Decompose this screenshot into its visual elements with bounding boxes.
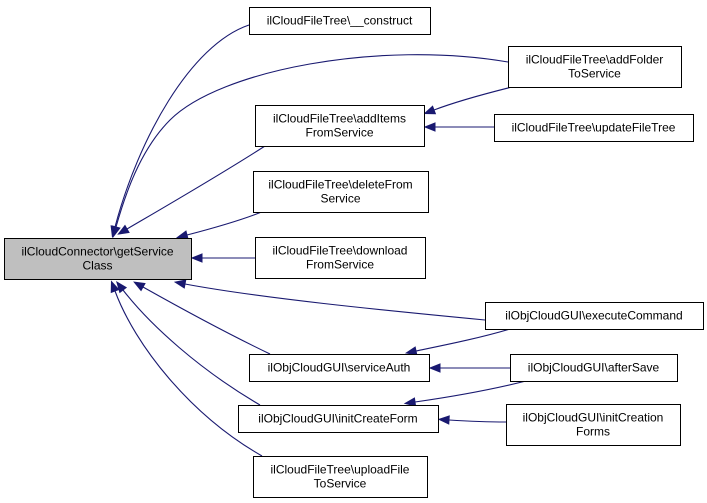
edge-afterSave-to-serviceAuth [428, 363, 510, 373]
edge-line [448, 419, 507, 423]
node-label-line: ilCloudFileTree\uploadFile [271, 463, 410, 477]
edge-addFolder-to-root [111, 54, 509, 238]
edge-line [415, 328, 511, 352]
arrowhead [437, 415, 450, 425]
node-label-line: ilCloudFileTree\deleteFrom [268, 178, 412, 192]
edge-download-to-root [190, 253, 255, 263]
edge-executeCommand-to-serviceAuth [404, 328, 511, 356]
arrowhead [428, 363, 441, 373]
edge-updateFileTree-to-addItems [423, 122, 494, 132]
node-box [506, 404, 681, 446]
node-box [249, 7, 431, 35]
node-box [238, 405, 439, 433]
arrowhead [403, 397, 417, 407]
node-box [510, 354, 678, 382]
arrowhead [423, 105, 437, 115]
edge-initCreationForms-to-initCreateForm [437, 415, 507, 425]
node-label-line: ilObjCloudGUI\afterSave [528, 361, 660, 375]
node-label-line: ilCloudFileTree\addFolder [526, 53, 664, 67]
node-box [485, 302, 704, 330]
arrowhead [423, 122, 436, 132]
node-label-line: ToService [568, 67, 621, 81]
node-label-line: ilCloudFileTree\download [273, 244, 408, 258]
arrowhead [404, 346, 418, 356]
edge-line [186, 210, 265, 236]
node-label-line: ilCloudConnector\getService [21, 245, 173, 259]
node-label-line: ilObjCloudGUI\serviceAuth [268, 361, 411, 375]
edge-line [115, 54, 509, 228]
node-label-line: Class [82, 259, 112, 273]
node-label-line: ilObjCloudGUI\initCreation [523, 411, 664, 425]
edge-line [122, 289, 261, 406]
node-serviceAuth[interactable]: ilObjCloudGUI\serviceAuth [249, 354, 430, 382]
node-executeCommand[interactable]: ilObjCloudGUI\executeCommand [485, 302, 704, 330]
node-label-line: Forms [576, 425, 610, 439]
node-construct[interactable]: ilCloudFileTree\__construct [249, 7, 431, 35]
edges-layer [110, 24, 527, 457]
arrowhead [176, 230, 189, 240]
edge-deleteFrom-to-root [176, 210, 265, 240]
node-box [255, 105, 425, 147]
edge-initCreateForm-to-root [116, 281, 261, 406]
node-box [255, 237, 426, 279]
node-updateFileTree[interactable]: ilCloudFileTree\updateFileTree [494, 114, 694, 142]
arrowhead [116, 281, 128, 294]
edge-afterSave-to-initCreateForm [403, 380, 527, 407]
node-box [249, 354, 430, 382]
edge-line [126, 145, 266, 230]
arrowhead [111, 225, 121, 238]
arrowhead [110, 280, 120, 294]
node-label-line: FromService [306, 258, 374, 272]
edge-line [414, 380, 527, 403]
arrowhead [117, 224, 130, 235]
node-box [494, 114, 694, 142]
edge-line [433, 86, 513, 111]
edge-line [184, 283, 486, 321]
node-box [4, 238, 192, 280]
node-box [253, 456, 428, 498]
node-label-line: Service [320, 192, 360, 206]
arrowhead [190, 253, 203, 263]
node-initCreateForm[interactable]: ilObjCloudGUI\initCreateForm [238, 405, 439, 433]
node-label-line: ToService [314, 477, 367, 491]
edge-addFolder-to-addItems [423, 86, 513, 115]
node-label-line: FromService [305, 126, 373, 140]
edge-line [114, 24, 250, 228]
node-afterSave[interactable]: ilObjCloudGUI\afterSave [510, 354, 678, 382]
edge-addItems-to-root [117, 145, 266, 235]
node-box [253, 171, 429, 213]
node-label-line: ilCloudFileTree\updateFileTree [512, 121, 676, 135]
edge-line [142, 286, 271, 355]
edge-construct-to-root [110, 24, 250, 238]
node-label-line: ilCloudFileTree\__construct [267, 14, 413, 28]
edge-uploadFile-to-root [110, 280, 263, 457]
arrowhead [133, 281, 146, 292]
edge-line [114, 290, 263, 457]
node-label-line: ilObjCloudGUI\initCreateForm [258, 412, 417, 426]
node-label-line: ilObjCloudGUI\executeCommand [505, 309, 682, 323]
edge-executeCommand-to-root [173, 279, 486, 321]
edge-serviceAuth-to-root [133, 281, 271, 355]
arrowhead [173, 279, 187, 289]
node-label-line: ilCloudFileTree\addItems [273, 112, 406, 126]
node-box [508, 46, 682, 88]
